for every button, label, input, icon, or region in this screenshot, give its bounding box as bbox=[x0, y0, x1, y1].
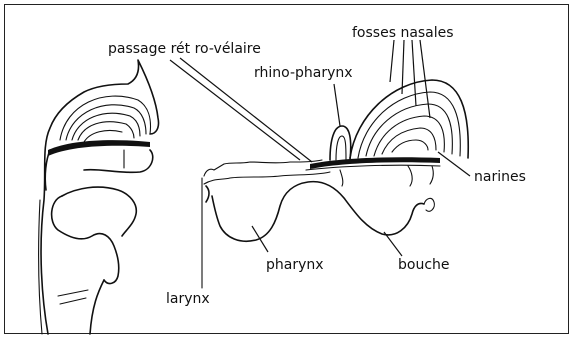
label-larynx: larynx bbox=[166, 292, 210, 306]
label-narines: narines bbox=[474, 170, 526, 184]
label-fosses-nasales: fosses nasales bbox=[352, 26, 454, 40]
head-section bbox=[39, 60, 159, 334]
label-bouche: bouche bbox=[398, 258, 450, 272]
label-pharynx: pharynx bbox=[266, 258, 324, 272]
label-rhino-pharynx: rhino-pharynx bbox=[254, 66, 353, 80]
label-passage-retro-velaire: passage rét ro-vélaire bbox=[108, 42, 261, 56]
